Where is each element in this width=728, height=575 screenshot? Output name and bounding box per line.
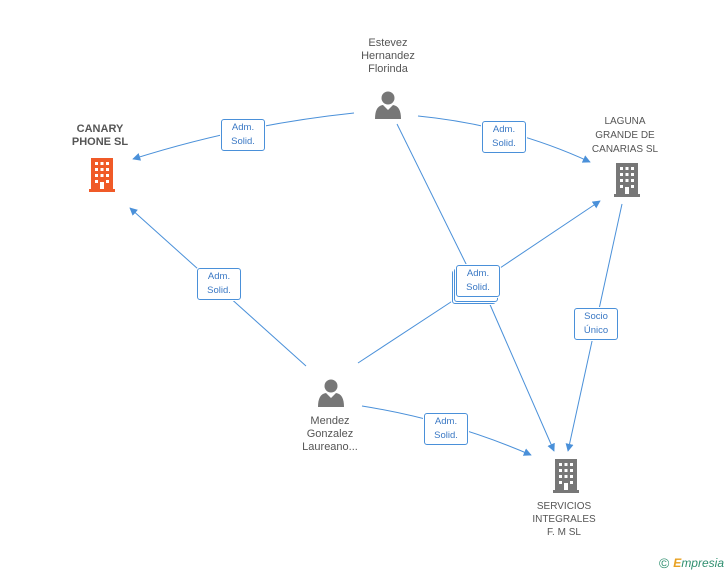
node-label-line: CANARIAS SL: [591, 144, 659, 155]
badge-line: Único: [583, 325, 609, 336]
badge-line: Adm.: [492, 124, 516, 135]
person-icon[interactable]: [375, 91, 401, 120]
node-label-line: Estevez: [368, 37, 408, 49]
copyright-footer: © Empresia: [659, 555, 724, 571]
edge-estevez-servicios-2[interactable]: [487, 299, 555, 452]
edge-badge-center[interactable]: Adm. Solid.: [456, 265, 500, 297]
badge-line: Socio: [584, 311, 608, 322]
node-label-line: CANARY: [76, 123, 124, 135]
badge-line: Solid.: [492, 138, 516, 149]
edge-badge-estevez-laguna[interactable]: Adm. Solid.: [482, 121, 526, 153]
node-label-mendez[interactable]: Mendez Gonzalez Laureano...: [280, 415, 380, 454]
badge-line: Solid.: [207, 285, 231, 296]
person-icon[interactable]: [318, 379, 344, 408]
edge-badge-laguna-servicios[interactable]: Socio Único: [574, 308, 618, 340]
node-label-line: F. M SL: [547, 527, 581, 538]
node-label-line: Laureano...: [302, 441, 358, 453]
node-label-line: PHONE SL: [71, 136, 129, 148]
badge-line: Adm.: [231, 122, 255, 133]
node-label-line: LAGUNA: [604, 116, 646, 127]
node-label-line: Mendez: [310, 415, 350, 427]
node-label-servicios[interactable]: SERVICIOS INTEGRALES F. M SL: [514, 500, 614, 539]
building-icon-canary[interactable]: [89, 158, 115, 192]
badge-line: Adm.: [207, 271, 231, 282]
node-label-line: SERVICIOS: [536, 501, 592, 512]
edge-badge-mendez-canary[interactable]: Adm. Solid.: [197, 268, 241, 300]
badge-line: Solid.: [466, 282, 490, 293]
badge-line: Solid.: [231, 136, 255, 147]
node-label-line: GRANDE DE: [595, 130, 655, 141]
edge-badge-mendez-servicios[interactable]: Adm. Solid.: [424, 413, 468, 445]
node-label-estevez[interactable]: Estevez Hernandez Florinda: [338, 37, 438, 76]
node-label-line: INTEGRALES: [532, 514, 596, 525]
edge-badge-stack-center[interactable]: Adm. Solid.: [452, 265, 500, 305]
brand-name: mpresia: [681, 556, 724, 570]
badge-line: Adm.: [466, 268, 490, 279]
copyright-icon: ©: [658, 555, 670, 571]
node-label-line: Florinda: [368, 63, 408, 75]
building-icon-laguna[interactable]: [614, 163, 640, 197]
node-label-laguna[interactable]: LAGUNA GRANDE DE CANARIAS SL: [575, 115, 675, 157]
brand-letter: E: [673, 556, 682, 570]
brand-logo[interactable]: Empresia: [673, 556, 724, 570]
node-label-line: Gonzalez: [306, 428, 354, 440]
edge-badge-estevez-canary[interactable]: Adm. Solid.: [221, 119, 265, 151]
edge-mendez-laguna[interactable]: [357, 297, 458, 364]
badge-line: Adm.: [434, 416, 458, 427]
node-label-line: Hernandez: [361, 50, 415, 62]
building-icon-servicios[interactable]: [553, 459, 579, 493]
edge-estevez-servicios[interactable]: [396, 123, 471, 273]
node-label-canary[interactable]: CANARY PHONE SL: [50, 123, 150, 149]
badge-line: Solid.: [434, 430, 458, 441]
edge-mendez-laguna-2[interactable]: [499, 200, 601, 269]
